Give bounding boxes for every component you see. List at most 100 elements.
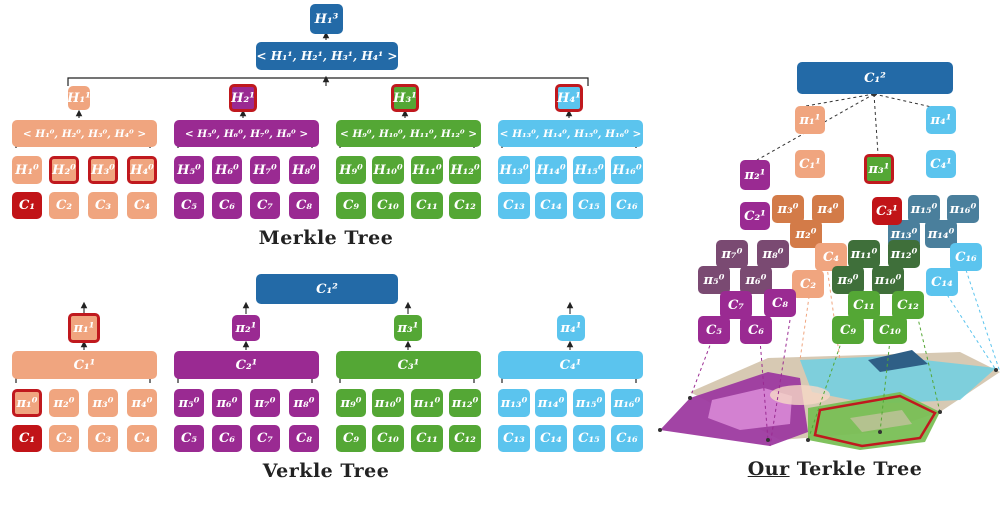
- merkle-vector: < H₁⁰, H₂⁰, H₃⁰, H₄⁰ >: [12, 120, 157, 147]
- verkle-proof: π₃⁰: [88, 389, 118, 417]
- merkle-hash: H₁⁰: [12, 156, 42, 184]
- merkle-hash: H₅⁰: [174, 156, 204, 184]
- merkle-mid-node: H₃¹: [391, 84, 419, 112]
- terkle-leaf: C₁₂: [892, 291, 924, 319]
- verkle-leaf: C₃: [88, 425, 118, 452]
- verkle-leaf: C₅: [174, 425, 204, 452]
- verkle-commitment: C₁¹: [12, 351, 157, 379]
- verkle-proof: π₇⁰: [250, 389, 280, 417]
- merkle-leaf: C₁₂: [449, 192, 481, 219]
- merkle-leaf: C₁₁: [411, 192, 443, 219]
- terkle-proof: π₁₀⁰: [872, 266, 904, 294]
- terkle-proof-2: π₂¹: [740, 160, 770, 190]
- verkle-leaf: C₁₁: [411, 425, 443, 452]
- merkle-root-vector: < H₁¹, H₂¹, H₃¹, H₄¹ >: [256, 42, 398, 70]
- terkle-planes: [660, 350, 1000, 450]
- merkle-hash: H₄⁰: [127, 156, 157, 184]
- terkle-caption-rest: Terkle Tree: [789, 458, 923, 480]
- verkle-leaf: C₁: [12, 425, 42, 452]
- merkle-hash: H₃⁰: [88, 156, 118, 184]
- merkle-mid-node: H₂¹: [229, 84, 257, 112]
- terkle-leaf: C₁₄: [926, 268, 958, 296]
- verkle-proof: π₁₀⁰: [372, 389, 404, 417]
- terkle-proof: π₈⁰: [757, 240, 789, 268]
- terkle-proof: π₁₂⁰: [888, 240, 920, 268]
- terkle-root: C₁²: [797, 62, 953, 94]
- merkle-hash: H₈⁰: [289, 156, 319, 184]
- verkle-leaf: C₂: [49, 425, 79, 452]
- terkle-leaf: C₁₁: [848, 291, 880, 319]
- merkle-leaf: C₃: [88, 192, 118, 219]
- merkle-hash: H₆⁰: [212, 156, 242, 184]
- verkle-proof: π₅⁰: [174, 389, 204, 417]
- verkle-proof: π₁₄⁰: [535, 389, 567, 417]
- merkle-mid-node: H₁¹: [67, 86, 91, 110]
- verkle-leaf: C₉: [336, 425, 366, 452]
- terkle-proof: π₁₄⁰: [925, 220, 957, 248]
- terkle-proof-1: π₁¹: [795, 106, 825, 134]
- terkle-leaf: C₅: [698, 316, 730, 344]
- verkle-proof: π₆⁰: [212, 389, 242, 417]
- merkle-leaf: C₂: [49, 192, 79, 219]
- verkle-mid-proof: π₂¹: [232, 315, 260, 341]
- verkle-caption: Verkle Tree: [262, 460, 390, 482]
- verkle-leaf: C₇: [250, 425, 280, 452]
- terkle-proof: π₉⁰: [832, 266, 864, 294]
- verkle-leaf: C₁₀: [372, 425, 404, 452]
- verkle-mid-proof: π₄¹: [557, 315, 585, 341]
- verkle-proof: π₁₆⁰: [611, 389, 643, 417]
- verkle-leaf: C₁₃: [498, 425, 530, 452]
- terkle-proof-4: π₄¹: [926, 106, 956, 134]
- merkle-leaf: C₅: [174, 192, 204, 219]
- terkle-proof: π₅⁰: [698, 266, 730, 294]
- merkle-vector: < H₁₃⁰, H₁₄⁰, H₁₅⁰, H₁₆⁰ >: [498, 120, 643, 147]
- terkle-proof: π₃⁰: [772, 195, 804, 223]
- terkle-proof: π₁₆⁰: [947, 195, 979, 223]
- merkle-leaf: C₄: [127, 192, 157, 219]
- verkle-leaf: C₈: [289, 425, 319, 452]
- verkle-proof: π₉⁰: [336, 389, 366, 417]
- terkle-leaf: C₂: [792, 270, 824, 298]
- verkle-commitment: C₂¹: [174, 351, 319, 379]
- merkle-hash: H₉⁰: [336, 156, 366, 184]
- merkle-leaf: C₁₅: [573, 192, 605, 219]
- terkle-leaf: C₉: [832, 316, 864, 344]
- merkle-hash: H₁₆⁰: [611, 156, 643, 184]
- verkle-leaf: C₁₂: [449, 425, 481, 452]
- merkle-leaf: C₁₆: [611, 192, 643, 219]
- terkle-commitment-1: C₁¹: [795, 150, 825, 178]
- merkle-leaf: C₈: [289, 192, 319, 219]
- terkle-proof: π₁₅⁰: [908, 195, 940, 223]
- merkle-hash: H₁₁⁰: [411, 156, 443, 184]
- merkle-root: H₁³: [310, 4, 343, 34]
- terkle-caption: Our Terkle Tree: [730, 458, 940, 480]
- verkle-proof: π₁₅⁰: [573, 389, 605, 417]
- verkle-proof: π₁₂⁰: [449, 389, 481, 417]
- verkle-leaf: C₁₄: [535, 425, 567, 452]
- verkle-commitment: C₄¹: [498, 351, 643, 379]
- verkle-leaf: C₁₆: [611, 425, 643, 452]
- merkle-hash: H₇⁰: [250, 156, 280, 184]
- merkle-leaf: C₇: [250, 192, 280, 219]
- terkle-caption-emphasis: Our: [747, 458, 790, 480]
- verkle-proof: π₁₁⁰: [411, 389, 443, 417]
- verkle-leaf: C₁₅: [573, 425, 605, 452]
- terkle-commitment-2: C₂¹: [740, 202, 770, 230]
- verkle-proof: π₂⁰: [49, 389, 79, 417]
- verkle-proof: π₈⁰: [289, 389, 319, 417]
- merkle-caption: Merkle Tree: [258, 227, 394, 249]
- merkle-vector: < H₉⁰, H₁₀⁰, H₁₁⁰, H₁₂⁰ >: [336, 120, 481, 147]
- verkle-proof: π₄⁰: [127, 389, 157, 417]
- verkle-mid-proof: π₁¹: [68, 313, 100, 343]
- terkle-leaf: C₆: [740, 316, 772, 344]
- merkle-leaf: C₉: [336, 192, 366, 219]
- merkle-hash: H₁₃⁰: [498, 156, 530, 184]
- merkle-hash: H₁₂⁰: [449, 156, 481, 184]
- verkle-proof: π₁⁰: [12, 389, 42, 417]
- merkle-vector: < H₅⁰, H₆⁰, H₇⁰, H₈⁰ >: [174, 120, 319, 147]
- merkle-hash: H₁₄⁰: [535, 156, 567, 184]
- merkle-leaf: C₁: [12, 192, 42, 219]
- merkle-hash: H₂⁰: [49, 156, 79, 184]
- merkle-leaf: C₁₃: [498, 192, 530, 219]
